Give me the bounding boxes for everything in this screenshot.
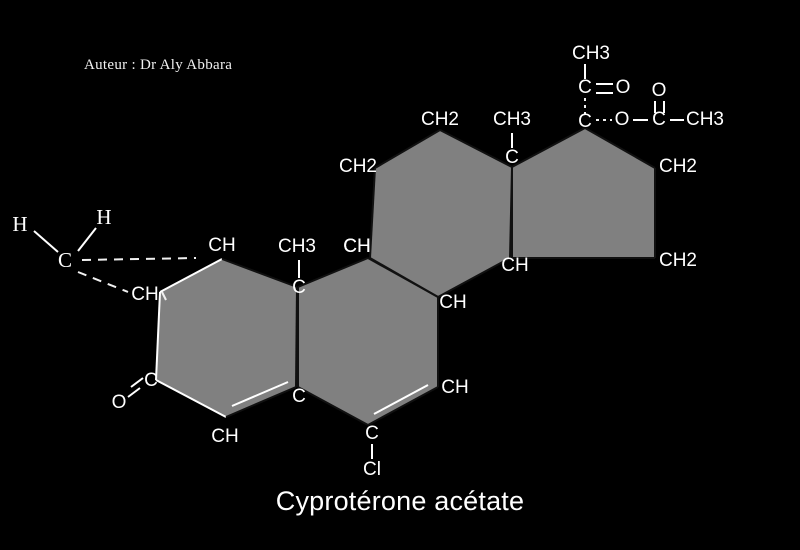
atom-label-acetyl-ch3: CH3 — [572, 43, 610, 64]
ring-a-double-bond-inner — [231, 381, 289, 407]
atom-label-b-ch3: CH3 — [278, 236, 316, 257]
cyclopropyl-dashed-bond-top — [81, 257, 197, 261]
atom-label-cyclopropyl-c: C — [58, 248, 72, 272]
atom-label-b-ch-top: CH — [343, 236, 370, 257]
atom-labels: H H C CH CH C CH O C CH3 C CH CH CH C Cl… — [12, 43, 724, 480]
cyclopropyl-link-lower — [161, 291, 167, 301]
atom-label-b-c-bottom: C — [292, 386, 306, 407]
atom-label-b-c-cl: C — [365, 423, 379, 444]
ring-b-double-bond-inner — [373, 384, 429, 415]
atom-label-h-left: H — [12, 212, 27, 236]
atom-label-a-ch-upleft: CH — [131, 284, 158, 305]
compound-name-caption: Cyprotérone acétate — [275, 486, 525, 516]
cyclopropyl-group-bonds — [33, 227, 197, 301]
atom-label-b-ch-lowright: CH — [441, 377, 468, 398]
atom-label-ester-ch3: CH3 — [686, 109, 724, 130]
atom-label-h-right: H — [96, 205, 111, 229]
atom-label-acetyl-o: O — [616, 77, 631, 98]
atom-label-a-ch-bottom: CH — [211, 426, 238, 447]
atom-label-ester-o-double: O — [652, 80, 667, 101]
ring-c-face — [370, 130, 512, 297]
ring-a-bonds — [155, 258, 298, 418]
atom-label-keto-o: O — [112, 392, 127, 413]
atom-label-ester-o: O — [615, 109, 630, 130]
atom-label-ester-c: C — [652, 109, 666, 130]
atom-label-d-ch2-right: CH2 — [659, 156, 697, 177]
atom-label-d-c-methyl: C — [505, 147, 519, 168]
methyl-bonds — [298, 133, 513, 278]
atom-label-a-ch-top: CH — [208, 235, 235, 256]
atom-label-acetyl-c: C — [578, 77, 592, 98]
atom-label-c-ch2-upleft: CH2 — [339, 156, 377, 177]
atom-label-a-c-keto: C — [144, 370, 158, 391]
atom-label-d-ch-bottom: CH — [501, 255, 528, 276]
atom-label-d-ch3: CH3 — [493, 109, 531, 130]
author-credit: Auteur : Dr Aly Abbara — [84, 57, 233, 73]
ring-d-face — [512, 128, 655, 258]
atom-label-c-ch2-top: CH2 — [421, 109, 459, 130]
atom-label-cl: Cl — [363, 459, 381, 480]
ring-b-face — [298, 258, 438, 425]
acetate-side-chain-bonds — [584, 64, 684, 121]
ring-d-bonds — [511, 127, 656, 259]
ring-a-face — [156, 259, 297, 417]
cyclopropyl-dashed-bond-bottom — [77, 271, 129, 293]
atom-label-d-c-top: C — [578, 111, 592, 132]
atom-label-b-ch-right: CH — [439, 292, 466, 313]
atom-label-b-c-methyl: C — [292, 277, 306, 298]
ketone-bonds — [127, 377, 144, 398]
atom-label-d-ch2-lowright: CH2 — [659, 250, 697, 271]
atom-label-c-ch-lowleft: CH — [343, 236, 370, 257]
